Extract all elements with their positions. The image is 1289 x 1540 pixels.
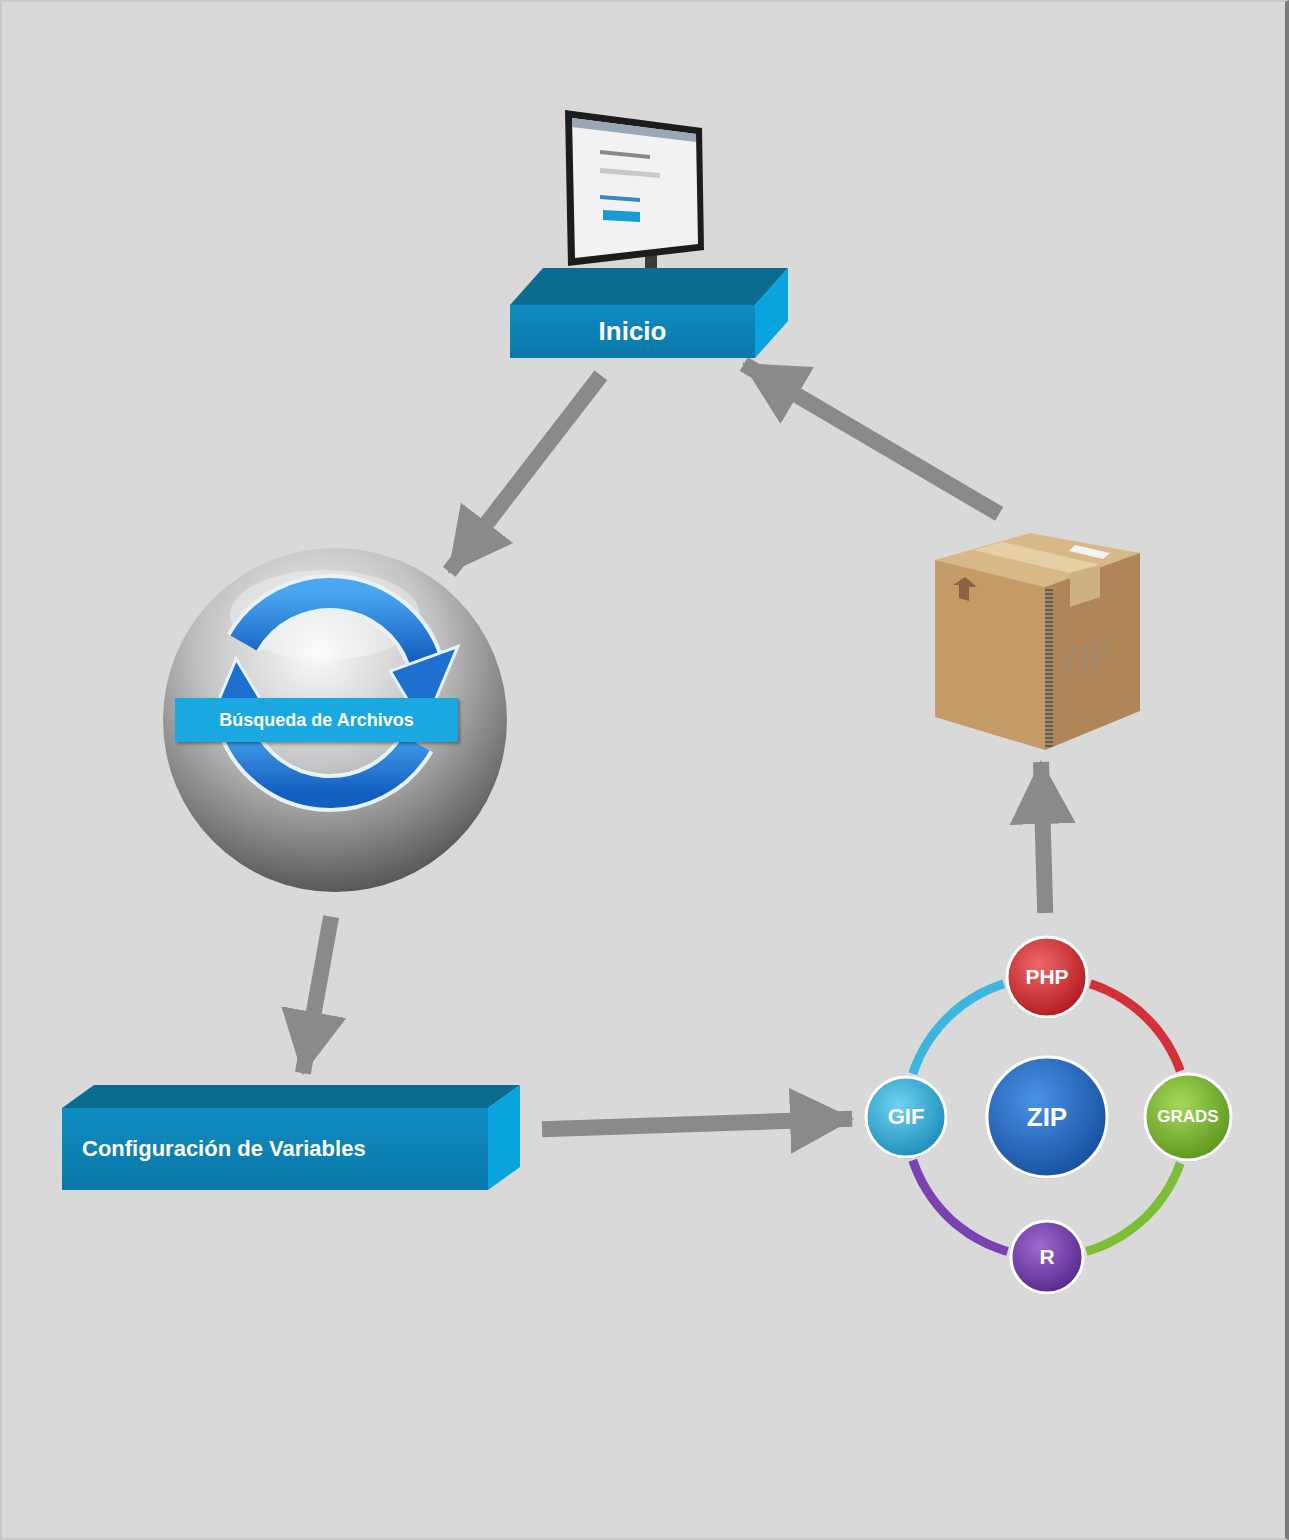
flow-arrow — [449, 375, 601, 572]
box-top — [62, 1085, 520, 1108]
config-box-face: Configuración de Variables — [62, 1108, 488, 1190]
node-label: ZIP — [1027, 1102, 1067, 1133]
circle-shape — [1145, 1074, 1231, 1160]
node-label: PHP — [1025, 965, 1068, 989]
node-label: Búsqueda de Archivos — [219, 710, 413, 731]
grads-circle-face: GRADS — [1143, 1072, 1233, 1162]
box-side — [488, 1085, 520, 1190]
flow-arrow — [744, 364, 999, 514]
box-top — [510, 268, 788, 305]
ring-arc — [913, 1160, 1008, 1251]
package-box — [935, 533, 1140, 750]
ring-arc — [1090, 984, 1180, 1071]
ring-arc — [913, 984, 1004, 1074]
flow-arrow — [303, 917, 331, 1074]
zip-circle-face: ZIP — [985, 1055, 1109, 1179]
flow-arrow — [1041, 762, 1045, 913]
php-circle: PHP — [1005, 935, 1089, 1019]
r-circle-face: R — [1009, 1219, 1085, 1295]
circle-shape — [1007, 937, 1087, 1017]
sphere-body — [163, 548, 507, 892]
box-side — [755, 268, 788, 358]
node-label: R — [1039, 1245, 1054, 1269]
circle-shape — [1011, 1221, 1083, 1293]
node-label: Inicio — [599, 316, 667, 347]
zip-package: ZIP — [935, 525, 1140, 750]
refresh-icon — [202, 593, 458, 793]
node-label: Configuración de Variables — [82, 1136, 366, 1162]
gif-circle: GIF — [864, 1075, 948, 1159]
zip-package-face: ZIP — [1061, 637, 1114, 676]
config-box: Configuración de Variables — [62, 1085, 520, 1190]
node-label: ZIP — [1061, 637, 1114, 676]
node-label: GIF — [888, 1104, 925, 1130]
flow-arrow — [542, 1119, 852, 1129]
ring-arc — [1086, 1163, 1180, 1251]
node-label: GRADS — [1157, 1107, 1218, 1127]
gif-circle-face: GIF — [864, 1075, 948, 1159]
start-box: Inicio — [510, 268, 788, 358]
start-box-face: Inicio — [510, 305, 755, 358]
circle-shape — [866, 1077, 946, 1157]
search-sphere: Búsqueda de Archivos — [160, 545, 510, 895]
box-front — [510, 305, 755, 358]
circle-shape — [987, 1057, 1107, 1177]
grads-circle: GRADS — [1143, 1072, 1233, 1162]
box-front — [62, 1108, 488, 1190]
r-circle: R — [1009, 1219, 1085, 1295]
php-circle-face: PHP — [1005, 935, 1089, 1019]
zip-circle: ZIP — [985, 1055, 1109, 1179]
search-sphere-face: Búsqueda de Archivos — [175, 698, 458, 742]
